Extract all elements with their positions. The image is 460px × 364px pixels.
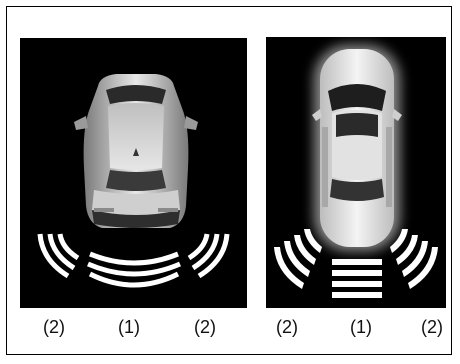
left-panel-side-zone-label-left: (2) [29,317,79,337]
left-panel-side-zone-label-right: (2) [180,317,230,337]
car-top-view-icon [266,37,446,308]
right-panel-center-zone-label: (1) [336,317,386,337]
left-parking-sensor-panel [20,38,247,308]
right-parking-sensor-panel [266,37,446,308]
right-panel-side-zone-label-right: (2) [407,317,457,337]
car-rear-view-icon [20,38,247,308]
right-panel-side-zone-label-left: (2) [262,317,312,337]
left-panel-center-zone-label: (1) [104,317,154,337]
